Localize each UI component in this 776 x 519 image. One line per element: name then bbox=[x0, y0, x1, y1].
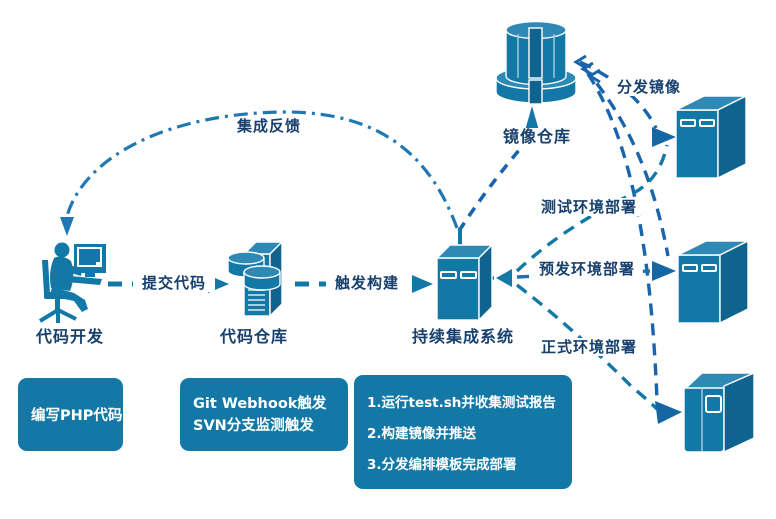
note-ci-step-2: 2.构建镜像并推送 bbox=[367, 426, 477, 442]
chair-seat bbox=[44, 292, 72, 299]
repo-db-cylinder-2 bbox=[243, 265, 281, 291]
label-submit-code: 提交代码 bbox=[133, 274, 215, 292]
label-deploy-production: 正式环境部署 bbox=[538, 338, 640, 356]
ci-slot-2 bbox=[460, 271, 477, 279]
registry-notch-tab bbox=[528, 79, 543, 105]
repo-db-cylinder-1 bbox=[227, 251, 265, 278]
chair-back bbox=[42, 260, 50, 294]
label-deploy-test: 测试环境部署 bbox=[538, 198, 640, 216]
label-distribute-images: 分发镜像 bbox=[607, 78, 691, 96]
registry-arrowhead bbox=[524, 106, 540, 134]
label-ci-system: 持续集成系统 bbox=[411, 327, 514, 346]
label-deploy-staging: 预发环境部署 bbox=[536, 260, 638, 278]
server-staging-icon bbox=[677, 239, 749, 325]
ci-to-registry-arrow bbox=[457, 106, 540, 232]
staging-server-arrowhead bbox=[652, 261, 676, 281]
server-staging-side bbox=[719, 239, 749, 325]
trigger-arrowhead bbox=[412, 275, 433, 293]
note-developer-text: 编写PHP代码 bbox=[31, 408, 123, 424]
label-trigger-build: 触发构建 bbox=[326, 274, 408, 292]
deploy-test-line bbox=[515, 144, 669, 273]
distribute-chevron-2 bbox=[580, 61, 594, 77]
server-production-side bbox=[723, 371, 755, 454]
chair-base bbox=[38, 308, 77, 323]
person-torso bbox=[50, 256, 74, 291]
monitor-dot bbox=[96, 262, 100, 265]
ci-slot-1 bbox=[440, 271, 457, 279]
label-developer: 代码开发 bbox=[35, 327, 104, 346]
test-server-arrowhead bbox=[652, 127, 676, 147]
distribute-chevron-3 bbox=[587, 68, 601, 84]
server-staging-front bbox=[677, 254, 721, 324]
ci-front bbox=[436, 257, 480, 321]
ci-return-arrowhead bbox=[496, 269, 512, 287]
distribute-chevron-1 bbox=[573, 54, 587, 70]
note-developer: 编写PHP代码 bbox=[18, 378, 123, 451]
note-repo-trigger: Git Webhook触发 SVN分支监测触发 bbox=[180, 378, 348, 451]
note-repo-trigger-line1: Git Webhook触发 bbox=[193, 395, 327, 412]
note-ci-step-3: 3.分发编排模板完成部署 bbox=[367, 457, 517, 473]
server-test-side bbox=[717, 94, 747, 180]
label-code-repo: 代码仓库 bbox=[219, 327, 288, 346]
server-production-icon bbox=[683, 371, 756, 454]
image-registry-icon bbox=[495, 20, 577, 105]
server-test-icon bbox=[675, 94, 747, 180]
distribute-arrow-production bbox=[586, 73, 659, 401]
production-server-arrowhead bbox=[655, 401, 682, 424]
developer-icon bbox=[38, 242, 106, 323]
note-repo-trigger-line2: SVN分支监测触发 bbox=[193, 417, 314, 434]
feedback-arrowhead bbox=[60, 217, 74, 236]
label-image-registry: 镜像仓库 bbox=[492, 128, 582, 146]
integration-feedback-arrow bbox=[60, 110, 459, 236]
ci-server-icon bbox=[435, 228, 494, 322]
distribute-arrow-staging bbox=[582, 66, 670, 257]
monitor-screen bbox=[77, 247, 102, 267]
monitor-stand bbox=[85, 273, 95, 277]
keyboard bbox=[66, 276, 102, 285]
code-repo-icon bbox=[227, 240, 284, 318]
server-production-panel bbox=[705, 395, 722, 413]
label-integration-feedback: 集成反馈 bbox=[228, 117, 310, 135]
note-ci-steps: 1.运行test.sh并收集测试报告 2.构建镜像并推送 3.分发编排模板完成部… bbox=[354, 375, 572, 489]
person-arm bbox=[64, 263, 82, 276]
person-head bbox=[54, 242, 70, 258]
distribute-images-arrows bbox=[573, 54, 670, 401]
note-ci-step-1: 1.运行test.sh并收集测试报告 bbox=[367, 395, 556, 411]
registry-notch bbox=[528, 27, 543, 79]
ci-side bbox=[478, 243, 493, 322]
chair-pole bbox=[55, 299, 60, 310]
